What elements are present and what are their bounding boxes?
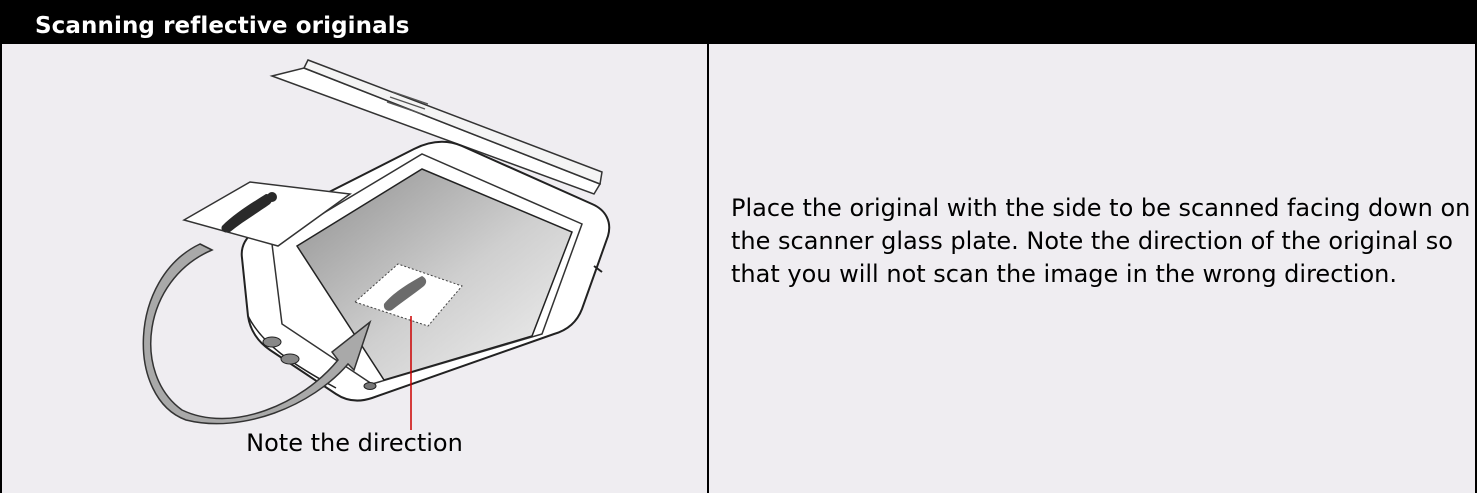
scanner-illustration (122, 54, 622, 434)
scanner-body (242, 142, 610, 401)
figure-caption: Note the direction (2, 429, 707, 457)
section-title: Scanning reflective originals (35, 12, 409, 40)
instruction-text: Place the original with the side to be s… (731, 192, 1476, 291)
section-header: Scanning reflective originals (0, 0, 1477, 44)
figure-cell: Note the direction (2, 44, 707, 493)
content-table: Note the direction Place the original wi… (0, 44, 1477, 493)
text-cell: Place the original with the side to be s… (709, 44, 1475, 493)
